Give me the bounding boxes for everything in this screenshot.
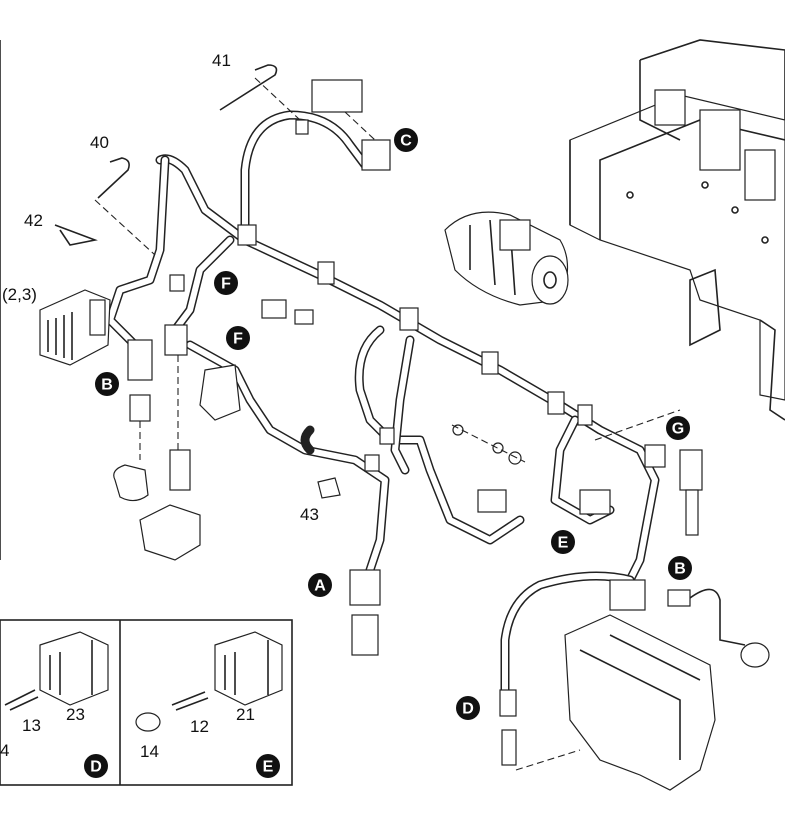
callout-b-2: B [668, 556, 692, 580]
injector-g [594, 409, 703, 536]
callout-c: C [394, 128, 418, 152]
svg-text:G: G [672, 421, 684, 438]
label-41: 41 [212, 51, 231, 70]
sensor-left [139, 324, 201, 561]
callout-d-2: D [84, 754, 108, 778]
label-4: 4 [0, 741, 9, 760]
callout-f-1: F [214, 271, 238, 295]
label-42: 42 [24, 211, 43, 230]
label-14: 14 [140, 742, 159, 761]
starter-motor [444, 211, 569, 306]
lower-module [499, 614, 716, 791]
connector-b-left [113, 339, 153, 502]
small-parts [317, 424, 611, 515]
inset-d-parts [4, 631, 109, 711]
cable-ties [54, 64, 301, 256]
svg-text:E: E [263, 759, 274, 776]
label-21: 21 [236, 705, 255, 724]
svg-text:A: A [314, 578, 326, 595]
callout-a: A [308, 573, 332, 597]
label-12: 12 [190, 717, 209, 736]
callout-e-1: E [551, 530, 575, 554]
label-13: 13 [22, 716, 41, 735]
label-2-3: (2,3) [2, 285, 37, 304]
callout-g: G [666, 416, 690, 440]
main-harness [105, 110, 660, 695]
connector-c [311, 79, 391, 171]
callout-e-2: E [256, 754, 280, 778]
connector-a [349, 569, 381, 656]
inset-panel [0, 619, 293, 786]
connector-b-right [609, 579, 770, 668]
inset-e-parts [135, 631, 283, 732]
engine-block [569, 39, 785, 421]
label-40: 40 [90, 133, 109, 152]
svg-text:D: D [462, 701, 474, 718]
label-23: 23 [66, 705, 85, 724]
callout-d-1: D [456, 696, 480, 720]
svg-text:F: F [233, 331, 243, 348]
valve-block [199, 299, 314, 421]
svg-text:B: B [101, 377, 113, 394]
svg-text:F: F [221, 276, 231, 293]
callout-f-2: F [226, 326, 250, 350]
ecu-connector [39, 289, 111, 366]
svg-text:C: C [400, 133, 412, 150]
svg-text:E: E [558, 535, 569, 552]
harness-clips [169, 119, 593, 472]
callout-b-1: B [95, 372, 119, 396]
svg-text:D: D [90, 759, 102, 776]
label-43: 43 [300, 505, 319, 524]
svg-text:B: B [674, 561, 686, 578]
